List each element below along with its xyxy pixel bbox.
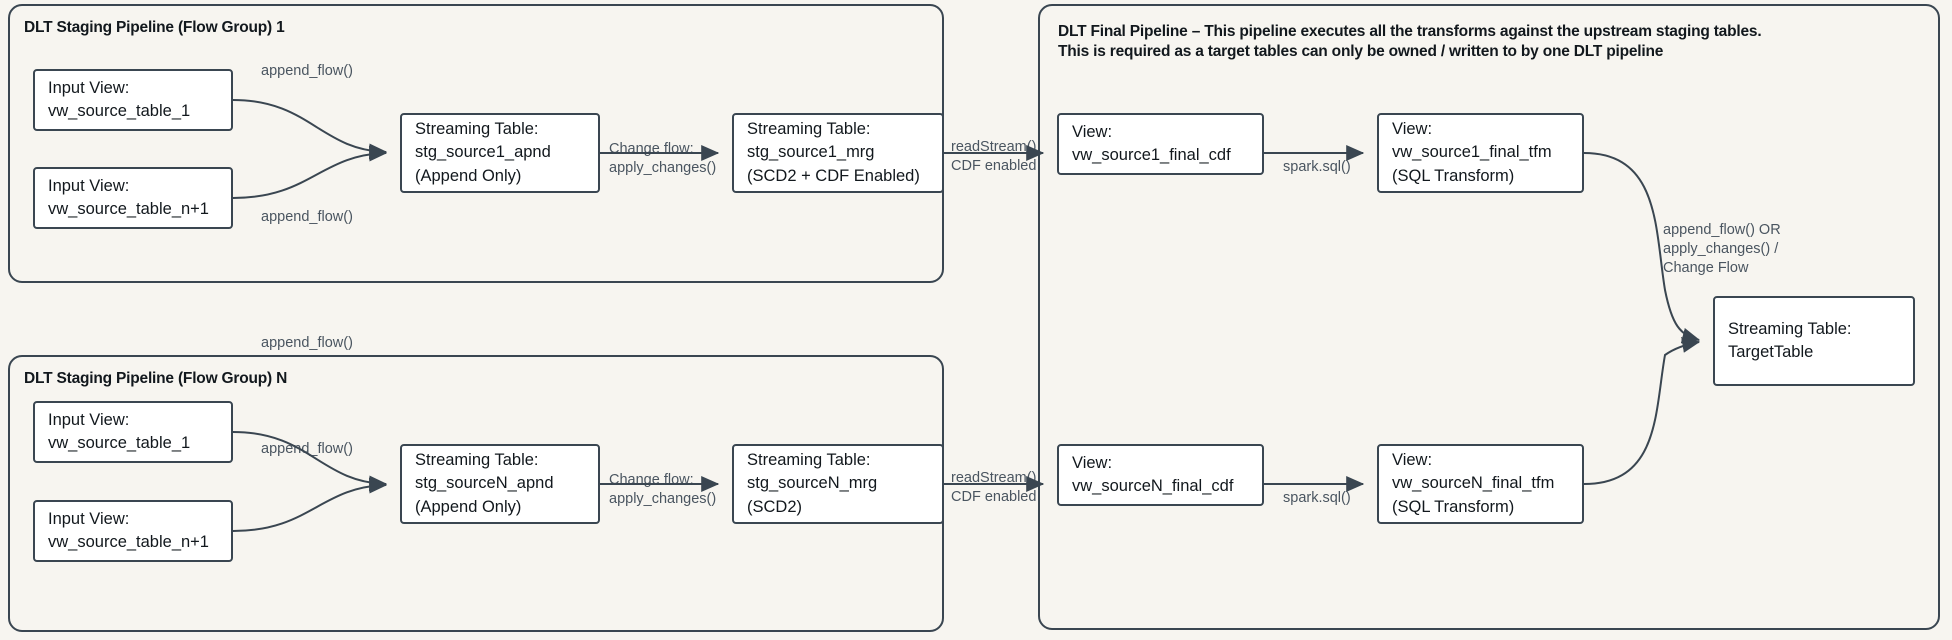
node-line-3: (Append Only) [415, 166, 522, 185]
node-line-1: Streaming Table: [747, 450, 871, 469]
node-target-streaming-table[interactable]: Streaming Table: TargetTable [1713, 296, 1915, 386]
edge-label-fn-spark-sql: spark.sql() [1283, 490, 1351, 506]
node-line-1: Streaming Table: [1728, 319, 1852, 338]
node-g1-input-view-1[interactable]: Input View: vw_source_table_1 [33, 69, 233, 131]
node-line-3: (SCD2 + CDF Enabled) [747, 166, 920, 185]
edge-label-target-flow: append_flow() OR apply_changes() / Chang… [1663, 222, 1781, 277]
node-line-2: vw_source_table_1 [48, 434, 191, 452]
node-line-3: (SCD2) [747, 497, 803, 516]
node-g1-input-view-2[interactable]: Input View: vw_source_table_n+1 [33, 167, 233, 229]
panel-final-pipeline-title: DLT Final Pipeline – This pipeline execu… [1058, 23, 1762, 60]
node-line-3: (Append Only) [415, 497, 522, 516]
node-line-2: vw_source_table_n+1 [48, 533, 209, 551]
node-g1-streaming-table-mrg[interactable]: Streaming Table: stg_source1_mrg (SCD2 +… [732, 113, 944, 193]
node-line-1: Input View: [48, 176, 130, 195]
edge-label-gn-append-flow-bottom: append_flow() [261, 441, 353, 457]
node-line-2: vw_source_table_n+1 [48, 200, 209, 218]
edge-label-f1-spark-sql: spark.sql() [1283, 159, 1351, 175]
node-g1-streaming-table-apnd[interactable]: Streaming Table: stg_source1_apnd (Appen… [400, 113, 600, 193]
edge-label-g1-change-flow: Change flow: apply_changes() [609, 141, 717, 177]
node-line-1: Streaming Table: [747, 119, 871, 138]
edge-label-gn-readstream: readStream() CDF enabled [951, 470, 1037, 506]
node-gn-streaming-table-apnd[interactable]: Streaming Table: stg_sourceN_apnd (Appen… [400, 444, 600, 524]
node-fn-view-tfm[interactable]: View: vw_sourceN_final_tfm (SQL Transfor… [1377, 444, 1584, 524]
node-line-2: vw_source_table_1 [48, 102, 191, 120]
node-gn-streaming-table-mrg[interactable]: Streaming Table: stg_sourceN_mrg (SCD2) [732, 444, 944, 524]
edge-label-gn-append-flow-top: append_flow() [261, 335, 353, 351]
edge-label-g1-readstream: readStream() CDF enabled [951, 139, 1037, 175]
node-line-2: vw_sourceN_final_tfm [1392, 474, 1555, 493]
node-line-2: vw_source1_final_cdf [1072, 146, 1231, 164]
node-line-1: View: [1392, 119, 1433, 138]
edge-label-g1-append-flow-bottom: append_flow() [261, 209, 353, 225]
node-line-3: (SQL Transform) [1392, 166, 1515, 185]
panel-staging-pipeline-n-title: DLT Staging Pipeline (Flow Group) N [24, 370, 288, 387]
node-gn-input-view-1[interactable]: Input View: vw_source_table_1 [33, 401, 233, 463]
node-line-1: View: [1072, 453, 1113, 472]
node-line-2: stg_sourceN_apnd [415, 474, 554, 493]
node-line-2: TargetTable [1728, 343, 1814, 361]
node-line-1: View: [1072, 122, 1113, 141]
panel-staging-pipeline-1-title: DLT Staging Pipeline (Flow Group) 1 [24, 19, 285, 36]
node-line-1: Input View: [48, 410, 130, 429]
node-line-1: Streaming Table: [415, 450, 539, 469]
node-fn-view-cdf[interactable]: View: vw_sourceN_final_cdf [1057, 444, 1264, 506]
panel-final-pipeline [1038, 4, 1940, 630]
edge-label-g1-append-flow-top: append_flow() [261, 63, 353, 79]
node-line-2: vw_sourceN_final_cdf [1072, 477, 1234, 495]
node-line-2: stg_source1_apnd [415, 143, 551, 162]
node-line-1: View: [1392, 450, 1433, 469]
node-line-1: Streaming Table: [415, 119, 539, 138]
node-line-2: stg_source1_mrg [747, 143, 875, 162]
edge-label-gn-change-flow: Change flow: apply_changes() [609, 472, 717, 508]
node-f1-view-cdf[interactable]: View: vw_source1_final_cdf [1057, 113, 1264, 175]
node-line-2: stg_sourceN_mrg [747, 474, 878, 493]
node-gn-input-view-2[interactable]: Input View: vw_source_table_n+1 [33, 500, 233, 562]
node-f1-view-tfm[interactable]: View: vw_source1_final_tfm (SQL Transfor… [1377, 113, 1584, 193]
node-line-3: (SQL Transform) [1392, 497, 1515, 516]
node-line-1: Input View: [48, 509, 130, 528]
node-line-1: Input View: [48, 78, 130, 97]
node-line-2: vw_source1_final_tfm [1392, 143, 1552, 162]
